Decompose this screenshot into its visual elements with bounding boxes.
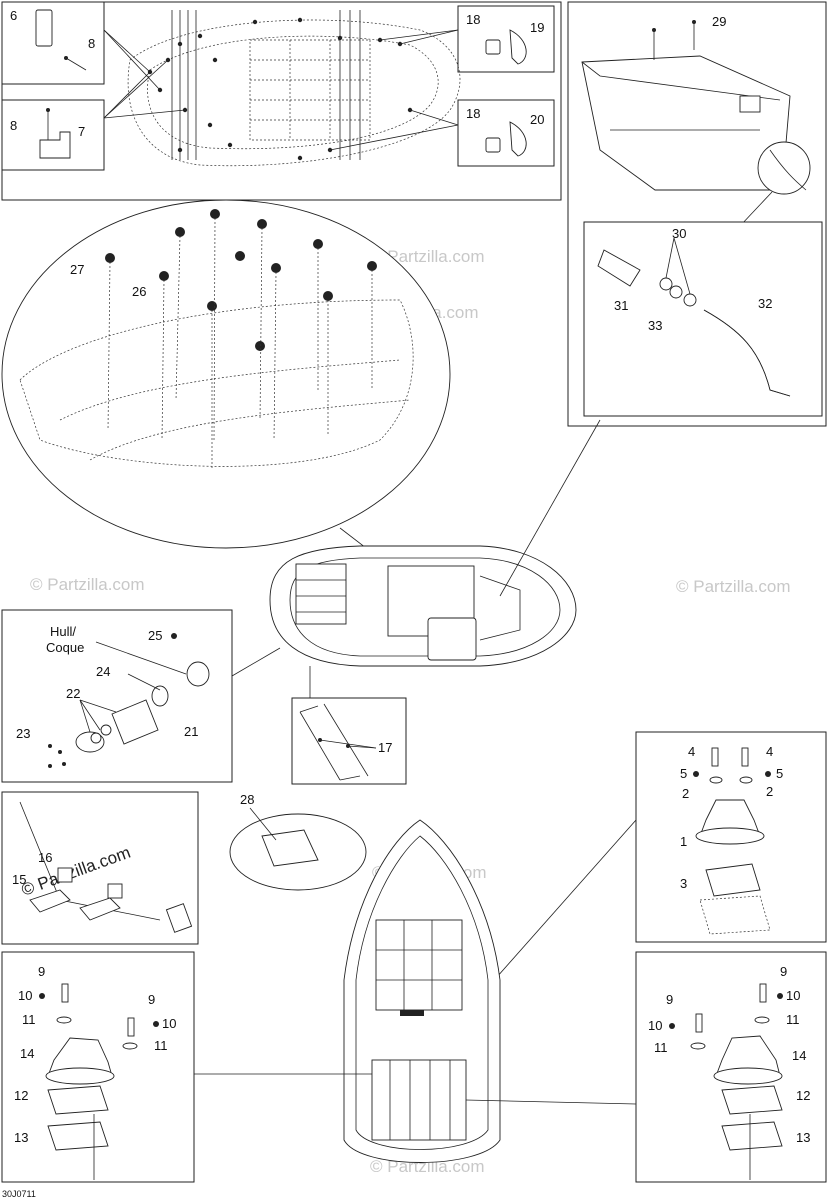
callout-32: 32 [758, 296, 772, 311]
cable-tie-icon [509, 29, 527, 65]
callout-8: 8 [10, 118, 17, 133]
threadlocker-drop-icon [777, 993, 783, 999]
threadlocker-drop-icon [693, 771, 699, 777]
callout-19: 19 [530, 20, 544, 35]
callout-4: 4 [766, 744, 773, 759]
hull-label: Hull/ [50, 624, 76, 639]
cable-tie-icon [509, 121, 527, 157]
engine-mount-rear-left: 9 10 11 9 10 11 14 12 13 [1, 951, 195, 1183]
callout-9: 9 [38, 964, 45, 979]
callout-8: 8 [88, 36, 95, 51]
callout-27: 27 [70, 262, 84, 277]
callout-21: 21 [184, 724, 198, 739]
callout-24: 24 [96, 664, 110, 679]
callout-9: 9 [780, 964, 787, 979]
bracket-icon [35, 9, 53, 47]
watermark: © Partzilla.com [676, 577, 791, 596]
seat-strap-icon [261, 829, 319, 867]
inset-box-18-19 [457, 5, 555, 73]
callout-6: 6 [10, 8, 17, 23]
callout-11: 11 [154, 1038, 168, 1053]
storage-bin-assembly: 29 30 31 32 33 [567, 1, 827, 427]
callout-14: 14 [20, 1046, 34, 1061]
callout-9: 9 [148, 992, 155, 1007]
callout-25: 25 [148, 628, 162, 643]
callout-30: 30 [672, 226, 686, 241]
callout-17: 17 [378, 740, 392, 755]
callout-13: 13 [14, 1130, 28, 1145]
callout-12: 12 [796, 1088, 810, 1103]
callout-16: 16 [38, 850, 52, 865]
callout-11: 11 [654, 1040, 668, 1055]
push-clip-icon [485, 39, 501, 55]
engine-mount-front: 4 4 5 5 2 2 1 3 [449, 731, 827, 1031]
drain-plug-assembly: Hull/ Coque 25 24 22 23 21 [1, 609, 281, 783]
watermark: © Partzilla.com [370, 247, 485, 266]
callout-20: 20 [530, 112, 544, 127]
callout-10: 10 [162, 1016, 176, 1031]
callout-18: 18 [466, 12, 480, 27]
hull-top-view [269, 419, 601, 698]
inset-box-6-8 [1, 1, 105, 85]
threadlocker-drop-icon [669, 1023, 675, 1029]
drain-tube-icon [111, 699, 159, 745]
inset-box-18-20 [457, 99, 555, 167]
watermark: © Partzilla.com [30, 575, 145, 594]
callout-5: 5 [680, 766, 687, 781]
callout-26: 26 [132, 284, 146, 299]
callout-29: 29 [712, 14, 726, 29]
callout-2: 2 [682, 786, 689, 801]
callout-11: 11 [22, 1012, 36, 1027]
callout-28: 28 [240, 792, 254, 807]
callout-10: 10 [786, 988, 800, 1003]
deck-overview: 6 8 8 7 18 19 18 20 [1, 1, 562, 201]
coque-label: Coque [46, 640, 84, 655]
latch-assembly: © Partzilla.com 16 15 [1, 791, 199, 945]
callout-10: 10 [648, 1018, 662, 1033]
engine-mount-rear-right: 9 10 11 9 10 11 14 12 13 [635, 951, 827, 1183]
rubber-strip-detail: 17 [291, 697, 407, 785]
callout-10: 10 [18, 988, 32, 1003]
floor-mat-detail: 27 26 [1, 199, 451, 575]
threadlocker-drop-icon [153, 1021, 159, 1027]
callout-2: 2 [766, 784, 773, 799]
threadlocker-drop-icon [765, 771, 771, 777]
drawing-code: 30J0711 [2, 1189, 36, 1199]
inset-box-7-8 [1, 99, 105, 171]
callout-15: 15 [12, 872, 26, 887]
callout-1: 1 [680, 834, 687, 849]
callout-7: 7 [78, 124, 85, 139]
push-clip-icon [485, 137, 501, 153]
callout-4: 4 [688, 744, 695, 759]
hull-bottom-view: 28 [194, 792, 637, 1163]
callout-18: 18 [466, 106, 480, 121]
callout-31: 31 [614, 298, 628, 313]
callout-11: 11 [786, 1012, 800, 1027]
callout-9: 9 [666, 992, 673, 1007]
callout-5: 5 [776, 766, 783, 781]
callout-23: 23 [16, 726, 30, 741]
mounting-clip-icon [39, 131, 71, 159]
threadlocker-drop-icon [39, 993, 45, 999]
callout-33: 33 [648, 318, 662, 333]
callout-22: 22 [66, 686, 80, 701]
callout-3: 3 [680, 876, 687, 891]
drain-fitting-icon [597, 249, 641, 287]
sealant-drop-icon [171, 633, 177, 639]
callout-14: 14 [792, 1048, 806, 1063]
callout-12: 12 [14, 1088, 28, 1103]
callout-13: 13 [796, 1130, 810, 1145]
